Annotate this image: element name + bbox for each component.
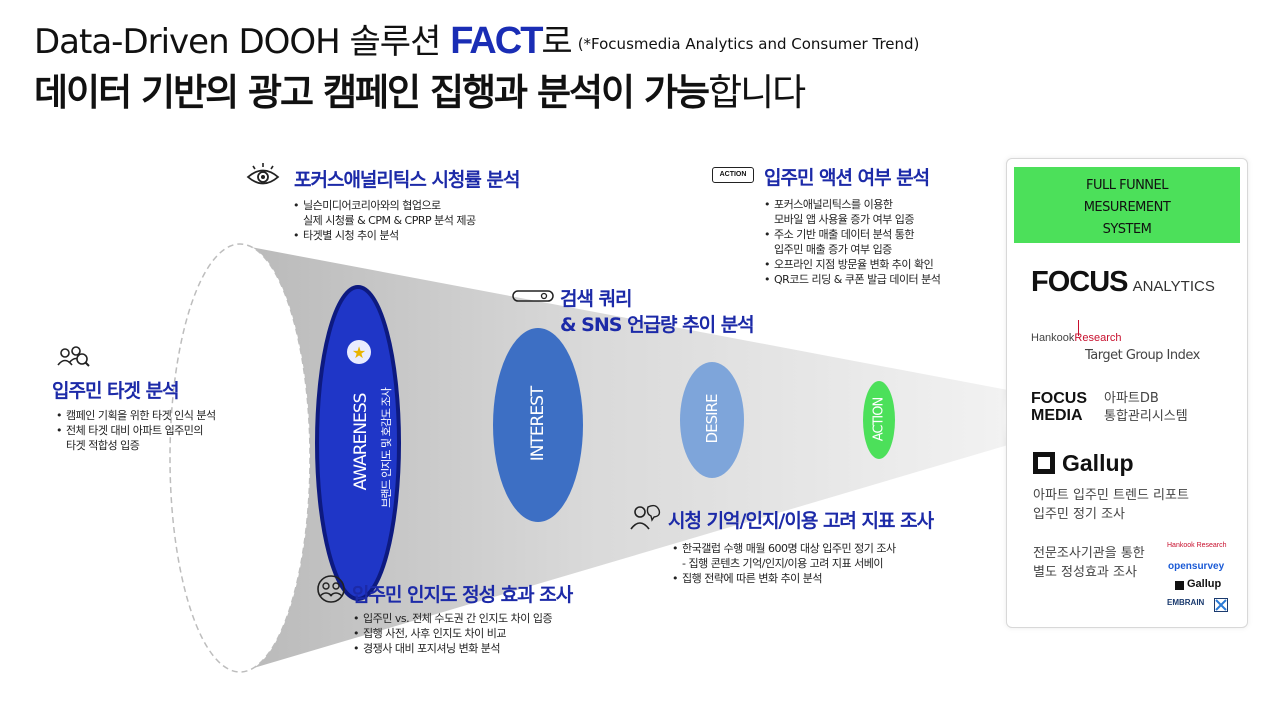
focus-analytics-small: ANALYTICS: [1132, 278, 1215, 295]
focus-analytics-logo: FOCUS ANALYTICS: [1031, 266, 1215, 299]
recall-title: 시청 기억/인지/이용 고려 지표 조사: [668, 510, 934, 532]
panel-header-line: SYSTEM: [1102, 222, 1152, 237]
star-icon: ★: [352, 343, 366, 362]
eye-icon: [246, 163, 280, 185]
list-item: 캠페인 기획을 위한 타겟 인식 분석: [56, 408, 216, 423]
stage-action-ellipse: [863, 381, 895, 459]
page-title: Data-Driven DOOH 솔루션 FACT로 (*Focusmedia A…: [34, 14, 919, 63]
brand-note: (*Focusmedia Analytics and Consumer Tren…: [577, 34, 920, 53]
list-item: 전체 타겟 대비 아파트 입주민의 타겟 적합성 입증: [56, 423, 216, 453]
stage-action-label: ACTION: [871, 397, 887, 442]
awareness-effect-title: 입주민 인지도 정성 효과 조사: [352, 584, 573, 606]
hankook-divider: [1078, 320, 1079, 336]
list-item: 포커스애널리틱스를 이용한 모바일 앱 사용율 증가 여부 입증: [764, 197, 940, 227]
focus-media-line2: MEDIA: [1031, 407, 1083, 424]
stage-interest-label: INTEREST: [528, 386, 548, 462]
hankook-name: Hankook: [1031, 332, 1075, 344]
awareness-effect-bullets: 입주민 vs. 전체 수도권 간 인지도 차이 입증 집행 사전, 사후 인지도…: [353, 611, 553, 656]
pro-line2: 별도 정성효과 조사: [1033, 565, 1137, 580]
logo-opensurvey: opensurvey: [1168, 561, 1225, 572]
people-search-icon: [57, 346, 90, 367]
focus-analytics-big: FOCUS: [1031, 266, 1128, 298]
subtitle-thin: 합니다: [708, 71, 806, 114]
apt-db-text: 아파트DB 통합관리시스템: [1104, 390, 1188, 426]
fact-logo: FACT: [450, 20, 543, 62]
focus-media-logo: FOCUS MEDIA: [1031, 390, 1087, 424]
hankook-research: Research: [1074, 332, 1122, 344]
list-item: 집행 전략에 따른 변화 추이 분석: [672, 571, 896, 586]
gallup-desc-line1: 아파트 입주민 트렌드 리포트: [1033, 488, 1189, 503]
title-prefix: Data-Driven DOOH 솔루션: [34, 22, 451, 62]
viewing-bullets: 닐슨미디어코리아와의 협업으로 실제 시청률 & CPM & CPRP 분석 제…: [293, 198, 476, 243]
hankook-tgi-logo: HankookResearch: [1031, 332, 1122, 344]
list-item: 오프라인 지점 방문율 변화 추이 확인: [764, 257, 940, 272]
logo-hankook-small: Hankook Research: [1167, 542, 1227, 549]
gallup-icon: [1033, 452, 1055, 474]
logo-gallup-small: Gallup: [1187, 578, 1222, 590]
page-subtitle: 데이터 기반의 광고 캠페인 집행과 분석이 가능합니다: [34, 62, 806, 116]
thinking-head-icon: [630, 504, 661, 530]
star-badge: [347, 340, 371, 364]
stage-desire-label: DESIRE: [703, 394, 721, 444]
viewing-title: 포커스애널리틱스 시청률 분석: [294, 169, 520, 191]
action-button-icon: ACTION: [712, 167, 754, 183]
embrain-icon: [1214, 598, 1228, 612]
recall-bullets: 한국갤럽 수행 매월 600명 대상 입주민 정기 조사 - 집행 콘텐츠 기억…: [672, 541, 896, 586]
tgi-label: Target Group Index: [1085, 348, 1200, 363]
logo-embrain: EMBRAIN: [1167, 598, 1205, 607]
search-title-line2: & SNS 언급량 추이 분석: [560, 314, 755, 336]
panel-header-line: FULL FUNNEL: [1085, 178, 1169, 193]
list-item: QR코드 리딩 & 쿠폰 발급 데이터 분석: [764, 272, 941, 287]
pro-research-text: 전문조사기관을 통한 별도 정성효과 조사: [1033, 544, 1145, 582]
list-item: 한국갤럽 수행 매월 600명 대상 입주민 정기 조사 - 집행 콘텐츠 기억…: [672, 541, 896, 571]
panel-header: FULL FUNNEL MESUREMENT SYSTEM: [1014, 167, 1240, 243]
speech-people-icon: [317, 575, 345, 603]
list-item: 집행 사전, 사후 인지도 차이 비교: [353, 626, 552, 641]
action-title: 입주민 액션 여부 분석: [764, 167, 930, 189]
list-item: 타겟별 시청 추이 분석: [293, 228, 476, 243]
list-item: 경쟁사 대비 포지셔닝 변화 분석: [353, 641, 552, 656]
title-suffix: 로: [541, 22, 572, 62]
search-bar-icon: [512, 290, 554, 302]
gallup-icon-inner: [1038, 457, 1050, 469]
list-item: 닐슨미디어코리아와의 협업으로 실제 시청률 & CPM & CPRP 분석 제…: [293, 198, 476, 228]
stage-desire-ellipse: [680, 362, 744, 478]
gallup-desc-line2: 입주민 정기 조사: [1033, 507, 1125, 522]
funnel-mouth: [169, 243, 311, 673]
pro-line1: 전문조사기관을 통한: [1033, 546, 1145, 561]
target-title: 입주민 타겟 분석: [52, 380, 180, 402]
apt-db-line2: 통합관리시스템: [1104, 409, 1188, 424]
list-item: 입주민 vs. 전체 수도권 간 인지도 차이 입증: [353, 611, 553, 626]
search-title-line1: 검색 쿼리: [560, 288, 633, 310]
target-bullets: 캠페인 기획을 위한 타겟 인식 분석 전체 타겟 대비 아파트 입주민의 타겟…: [56, 408, 216, 453]
focus-media-line1: FOCUS: [1031, 390, 1087, 407]
apt-db-line1: 아파트DB: [1104, 391, 1159, 406]
gallup-desc: 아파트 입주민 트렌드 리포트 입주민 정기 조사: [1033, 486, 1189, 524]
subtitle-bold: 데이터 기반의 광고 캠페인 집행과 분석이 가능: [34, 71, 710, 114]
action-bullets: 포커스애널리틱스를 이용한 모바일 앱 사용율 증가 여부 입증 주소 기반 매…: [764, 197, 941, 287]
panel-header-line: MESUREMENT: [1083, 200, 1171, 215]
stage-interest-ellipse: [493, 328, 583, 522]
gallup-small-icon: [1175, 581, 1184, 590]
gallup-logo-text: Gallup: [1062, 450, 1134, 476]
stage-awareness-sub: 브랜드 인지도 및 호감도 조사: [380, 388, 393, 508]
stage-awareness-ellipse: [315, 285, 401, 601]
list-item: 주소 기반 매출 데이터 분석 통한 입주민 매출 증가 여부 입증: [764, 227, 940, 257]
stage-awareness-label: AWARENESS: [351, 393, 371, 491]
funnel-body: [240, 245, 1008, 672]
